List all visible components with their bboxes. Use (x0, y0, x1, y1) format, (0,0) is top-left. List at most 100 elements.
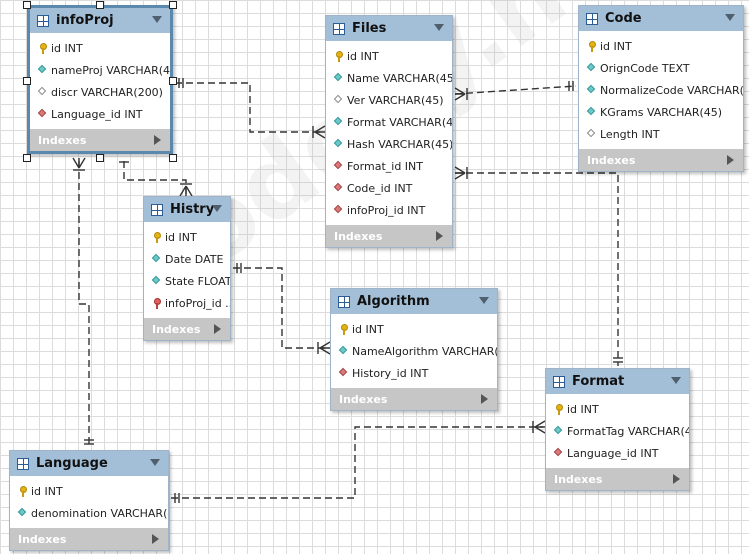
table-header[interactable]: Code (579, 6, 743, 31)
chevron-right-icon[interactable] (214, 324, 221, 334)
table-header[interactable]: Language (10, 451, 168, 476)
many-marker (179, 185, 193, 197)
table-icon (333, 22, 345, 35)
table-header[interactable]: infoProj (30, 8, 170, 33)
column-row[interactable]: OrignCode TEXT (579, 57, 743, 79)
column-row[interactable]: State FLOAT8 (144, 270, 230, 292)
column-row[interactable]: Language_id INT (30, 103, 170, 125)
chevron-down-icon[interactable] (152, 16, 162, 23)
chevron-down-icon[interactable] (212, 205, 222, 212)
resize-handle[interactable] (96, 154, 104, 162)
column-row[interactable]: id INT (331, 318, 497, 340)
chevron-down-icon[interactable] (725, 14, 735, 21)
column-row[interactable]: Format_id INT (326, 155, 452, 177)
column-row[interactable]: denomination VARCHAR(45) (10, 502, 168, 524)
relationship-histry-algorithm (233, 267, 328, 349)
primary-key-icon (38, 43, 48, 54)
nullable-column-icon (334, 95, 344, 105)
table-header[interactable]: Histry (144, 197, 230, 222)
indexes-section[interactable]: Indexes (326, 225, 452, 247)
column-row[interactable]: NormalizeCode VARCHAR(45) (579, 79, 743, 101)
chevron-right-icon[interactable] (152, 534, 159, 544)
column-row[interactable]: Language_id INT (546, 442, 689, 464)
table-Files[interactable]: Files id INT Name VARCHAR(45) Ver VARCHAR(… (325, 15, 453, 248)
column-label: id INT (51, 41, 83, 55)
column-row[interactable]: infoProj_id INT (326, 199, 452, 221)
indexes-label: Indexes (587, 153, 636, 167)
foreign-key-icon (554, 448, 564, 458)
column-row[interactable]: id INT (30, 37, 170, 59)
resize-handle[interactable] (23, 77, 31, 85)
primary-key-icon (334, 51, 344, 62)
indexes-section[interactable]: Indexes (144, 318, 230, 340)
table-infoProj[interactable]: infoProj id INT nameProj VARCHAR(45)discr… (27, 5, 173, 154)
resize-handle[interactable] (96, 1, 104, 9)
column-row[interactable]: Length INT (579, 123, 743, 145)
chevron-down-icon[interactable] (150, 459, 160, 466)
indexes-section[interactable]: Indexes (331, 388, 497, 410)
indexes-section[interactable]: Indexes (30, 129, 170, 151)
chevron-right-icon[interactable] (154, 135, 161, 145)
column-row[interactable]: id INT (144, 226, 230, 248)
column-row[interactable]: discr VARCHAR(200) (30, 81, 170, 103)
many-marker (319, 341, 331, 355)
resize-handle[interactable] (23, 1, 31, 9)
table-Code[interactable]: Code id INT OrignCode TEXT NormalizeCode V… (578, 5, 744, 172)
column-icon (587, 85, 597, 95)
indexes-section[interactable]: Indexes (10, 528, 168, 550)
column-row[interactable]: KGrams VARCHAR(45) (579, 101, 743, 123)
column-label: Hash VARCHAR(45) (347, 137, 452, 151)
column-row[interactable]: Ver VARCHAR(45) (326, 89, 452, 111)
resize-handle[interactable] (169, 154, 177, 162)
table-header[interactable]: Format (546, 369, 689, 394)
relationship-code-files (454, 85, 577, 95)
column-row[interactable]: id INT (579, 35, 743, 57)
column-row[interactable]: nameProj VARCHAR(45) (30, 59, 170, 81)
indexes-section[interactable]: Indexes (546, 468, 689, 490)
column-row[interactable]: Format VARCHAR(45) (326, 111, 452, 133)
column-label: Name VARCHAR(45) (347, 71, 452, 85)
column-row[interactable]: id INT (326, 45, 452, 67)
column-label: Language_id INT (567, 446, 659, 460)
column-label: OrignCode TEXT (600, 61, 690, 75)
column-row[interactable]: FormatTag VARCHAR(45) (546, 420, 689, 442)
column-label: Format_id INT (347, 159, 423, 173)
table-icon (151, 203, 163, 216)
column-row[interactable]: id INT (546, 398, 689, 420)
chevron-right-icon[interactable] (727, 155, 734, 165)
indexes-section[interactable]: Indexes (579, 149, 743, 171)
column-icon (18, 508, 28, 518)
resize-handle[interactable] (169, 77, 177, 85)
primary-key-icon (18, 486, 28, 497)
chevron-right-icon[interactable] (481, 394, 488, 404)
column-label: id INT (31, 484, 63, 498)
column-row[interactable]: Name VARCHAR(45) (326, 67, 452, 89)
column-icon (587, 107, 597, 117)
relationship-files-infoproj (175, 82, 323, 133)
table-header[interactable]: Files (326, 16, 452, 41)
chevron-down-icon[interactable] (434, 24, 444, 31)
resize-handle[interactable] (169, 1, 177, 9)
column-row[interactable]: infoProj_id ... (144, 292, 230, 314)
chevron-right-icon[interactable] (436, 231, 443, 241)
indexes-label: Indexes (339, 392, 388, 406)
primary-key-icon (587, 41, 597, 52)
resize-handle[interactable] (23, 154, 31, 162)
chevron-down-icon[interactable] (479, 297, 489, 304)
table-header[interactable]: Algorithm (331, 289, 497, 314)
indexes-label: Indexes (152, 322, 201, 336)
column-row[interactable]: Code_id INT (326, 177, 452, 199)
chevron-right-icon[interactable] (673, 474, 680, 484)
column-row[interactable]: Date DATE (144, 248, 230, 270)
column-row[interactable]: id INT (10, 480, 168, 502)
column-row[interactable]: NameAlgorithm VARCHAR(45) (331, 340, 497, 362)
column-row[interactable]: History_id INT (331, 362, 497, 384)
chevron-down-icon[interactable] (671, 377, 681, 384)
column-row[interactable]: Hash VARCHAR(45) (326, 133, 452, 155)
